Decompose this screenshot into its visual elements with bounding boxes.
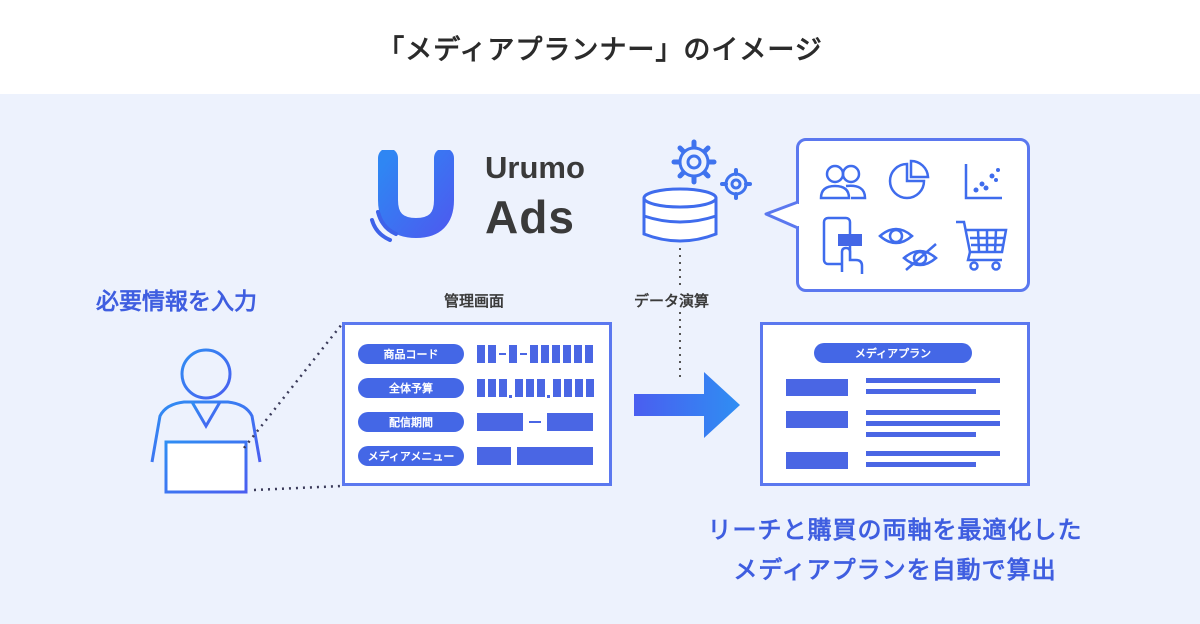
plan-item-line bbox=[866, 432, 976, 437]
input-placeholder bbox=[563, 345, 571, 363]
input-placeholder bbox=[574, 345, 582, 363]
plan-item-line bbox=[866, 462, 976, 467]
media-plan-header: メディアプラン bbox=[814, 343, 972, 363]
input-placeholder bbox=[537, 379, 545, 397]
input-placeholder bbox=[499, 379, 507, 397]
result-description-line1: リーチと購買の両軸を最適化した bbox=[707, 516, 1083, 544]
users-icon bbox=[819, 164, 867, 200]
input-placeholder bbox=[553, 379, 561, 397]
input-placeholder bbox=[509, 345, 517, 363]
laptop-zoom-lines bbox=[243, 323, 343, 492]
brand-name-line1: Urumo bbox=[485, 150, 585, 185]
input-placeholder bbox=[564, 379, 572, 397]
pie-chart-icon bbox=[888, 159, 930, 200]
plan-item-label bbox=[786, 452, 848, 469]
urumo-logo-icon bbox=[370, 150, 454, 242]
input-placeholder bbox=[575, 379, 583, 397]
input-separator bbox=[547, 395, 550, 398]
input-placeholder bbox=[477, 379, 485, 397]
input-required-label: 必要情報を入力 bbox=[96, 289, 257, 315]
page-title: 「メディアプランナー」のイメージ bbox=[377, 34, 823, 66]
eye-icon bbox=[878, 227, 938, 271]
plan-item-line bbox=[866, 421, 1000, 426]
plan-item-label bbox=[786, 411, 848, 428]
arrow-right-icon bbox=[634, 372, 740, 438]
phone-tap-icon bbox=[822, 216, 864, 274]
plan-item-line bbox=[866, 451, 1000, 456]
menu-select-placeholder bbox=[517, 447, 593, 465]
input-separator bbox=[499, 353, 506, 355]
input-placeholder bbox=[477, 345, 485, 363]
menu-select-placeholder bbox=[477, 447, 511, 465]
input-separator bbox=[520, 353, 527, 355]
input-placeholder bbox=[515, 379, 523, 397]
header: 「メディアプランナー」のイメージ bbox=[0, 0, 1200, 94]
field-label-delivery-period: 配信期間 bbox=[358, 412, 464, 432]
person-laptop-icon bbox=[112, 348, 296, 494]
input-placeholder bbox=[552, 345, 560, 363]
result-description-line2: メディアプランを自動で算出 bbox=[733, 556, 1057, 584]
field-label-total-budget: 全体予算 bbox=[358, 378, 464, 398]
input-placeholder bbox=[530, 345, 538, 363]
field-label-product-code: 商品コード bbox=[358, 344, 464, 364]
db-connector-bottom bbox=[679, 312, 681, 382]
plan-item-line bbox=[866, 410, 1000, 415]
admin-screen-caption: 管理画面 bbox=[444, 292, 505, 310]
input-placeholder bbox=[488, 345, 496, 363]
gear-icon bbox=[671, 139, 752, 200]
input-placeholder bbox=[488, 379, 496, 397]
database-icon bbox=[642, 187, 718, 243]
field-label-media-menu: メディアメニュー bbox=[358, 446, 464, 466]
date-range-separator bbox=[529, 421, 541, 423]
input-placeholder bbox=[541, 345, 549, 363]
plan-item-line bbox=[866, 378, 1000, 383]
plan-item-label bbox=[786, 379, 848, 396]
input-placeholder bbox=[585, 345, 593, 363]
plan-item-line bbox=[866, 389, 976, 394]
date-start-placeholder bbox=[477, 413, 523, 431]
input-placeholder bbox=[586, 379, 594, 397]
brand-name-line2: Ads bbox=[485, 191, 575, 243]
data-calc-caption: データ演算 bbox=[634, 292, 710, 310]
scatter-chart-icon bbox=[964, 164, 1002, 200]
shopping-cart-icon bbox=[956, 220, 1008, 271]
input-placeholder bbox=[526, 379, 534, 397]
date-end-placeholder bbox=[547, 413, 593, 431]
bubble-tail bbox=[764, 200, 800, 230]
input-separator bbox=[509, 395, 512, 398]
eye-off-icon bbox=[902, 243, 938, 271]
db-connector-top bbox=[679, 248, 681, 286]
